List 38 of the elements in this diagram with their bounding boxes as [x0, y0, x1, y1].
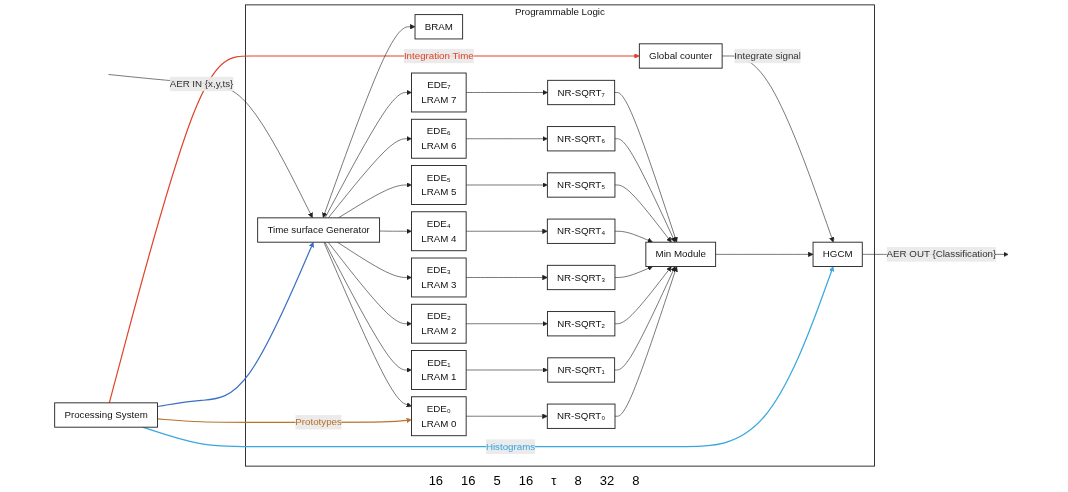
arrow: [108, 53, 640, 404]
node-box: Global counter: [638, 43, 723, 69]
node-box: Min Module: [645, 241, 717, 267]
node-box: EDE₄ LRAM 4: [411, 211, 467, 252]
bus-width-label: 8: [574, 473, 582, 488]
node-box: NR-SQRT₄: [546, 218, 616, 244]
node-box: EDE₃ LRAM 3: [411, 257, 467, 298]
node-box: NR-SQRT₀: [546, 403, 616, 429]
bus-width-label: 5: [493, 473, 501, 488]
node-box: NR-SQRT₁: [547, 357, 616, 383]
node-box: NR-SQRT₆: [546, 126, 616, 152]
node-box: BRAM: [414, 14, 464, 40]
bus-width-label: τ: [551, 473, 557, 488]
edge-label: Integrate signal: [734, 50, 801, 61]
node-box: NR-SQRT₃: [546, 264, 616, 291]
node-box: HGCM: [812, 241, 863, 267]
node-box: EDE₁ LRAM 1: [411, 350, 467, 390]
edge-label: Histograms: [485, 441, 536, 452]
node-box: NR-SQRT₂: [547, 311, 616, 337]
bus-width-label: 16: [461, 473, 476, 488]
node-box: NR-SQRT₅: [546, 172, 616, 198]
bus-width-label: 8: [632, 473, 640, 488]
edge-label: Integration Time: [403, 50, 474, 61]
edge-label: AER IN {x,y,ts}: [169, 78, 234, 89]
node-box: Time surface Generator: [257, 217, 381, 243]
node-box: EDE₀ LRAM 0: [411, 396, 467, 437]
arrow: [156, 241, 314, 408]
bus-width-label: 32: [599, 473, 615, 488]
node-box: EDE₅ LRAM 5: [411, 165, 467, 205]
node-box: Processing System: [54, 402, 158, 428]
node-box: NR-SQRT₇: [547, 79, 616, 106]
node-box: EDE₆ LRAM 6: [411, 118, 467, 159]
node-box: EDE₂ LRAM 2: [411, 303, 467, 344]
bus-width-label: 16: [518, 473, 534, 488]
bus-width-label: 16: [428, 473, 444, 488]
edge-label: Prototypes: [295, 416, 342, 428]
edge-label: AER OUT {Classification}: [886, 248, 997, 260]
node-box: EDE₇ LRAM 7: [411, 72, 467, 113]
